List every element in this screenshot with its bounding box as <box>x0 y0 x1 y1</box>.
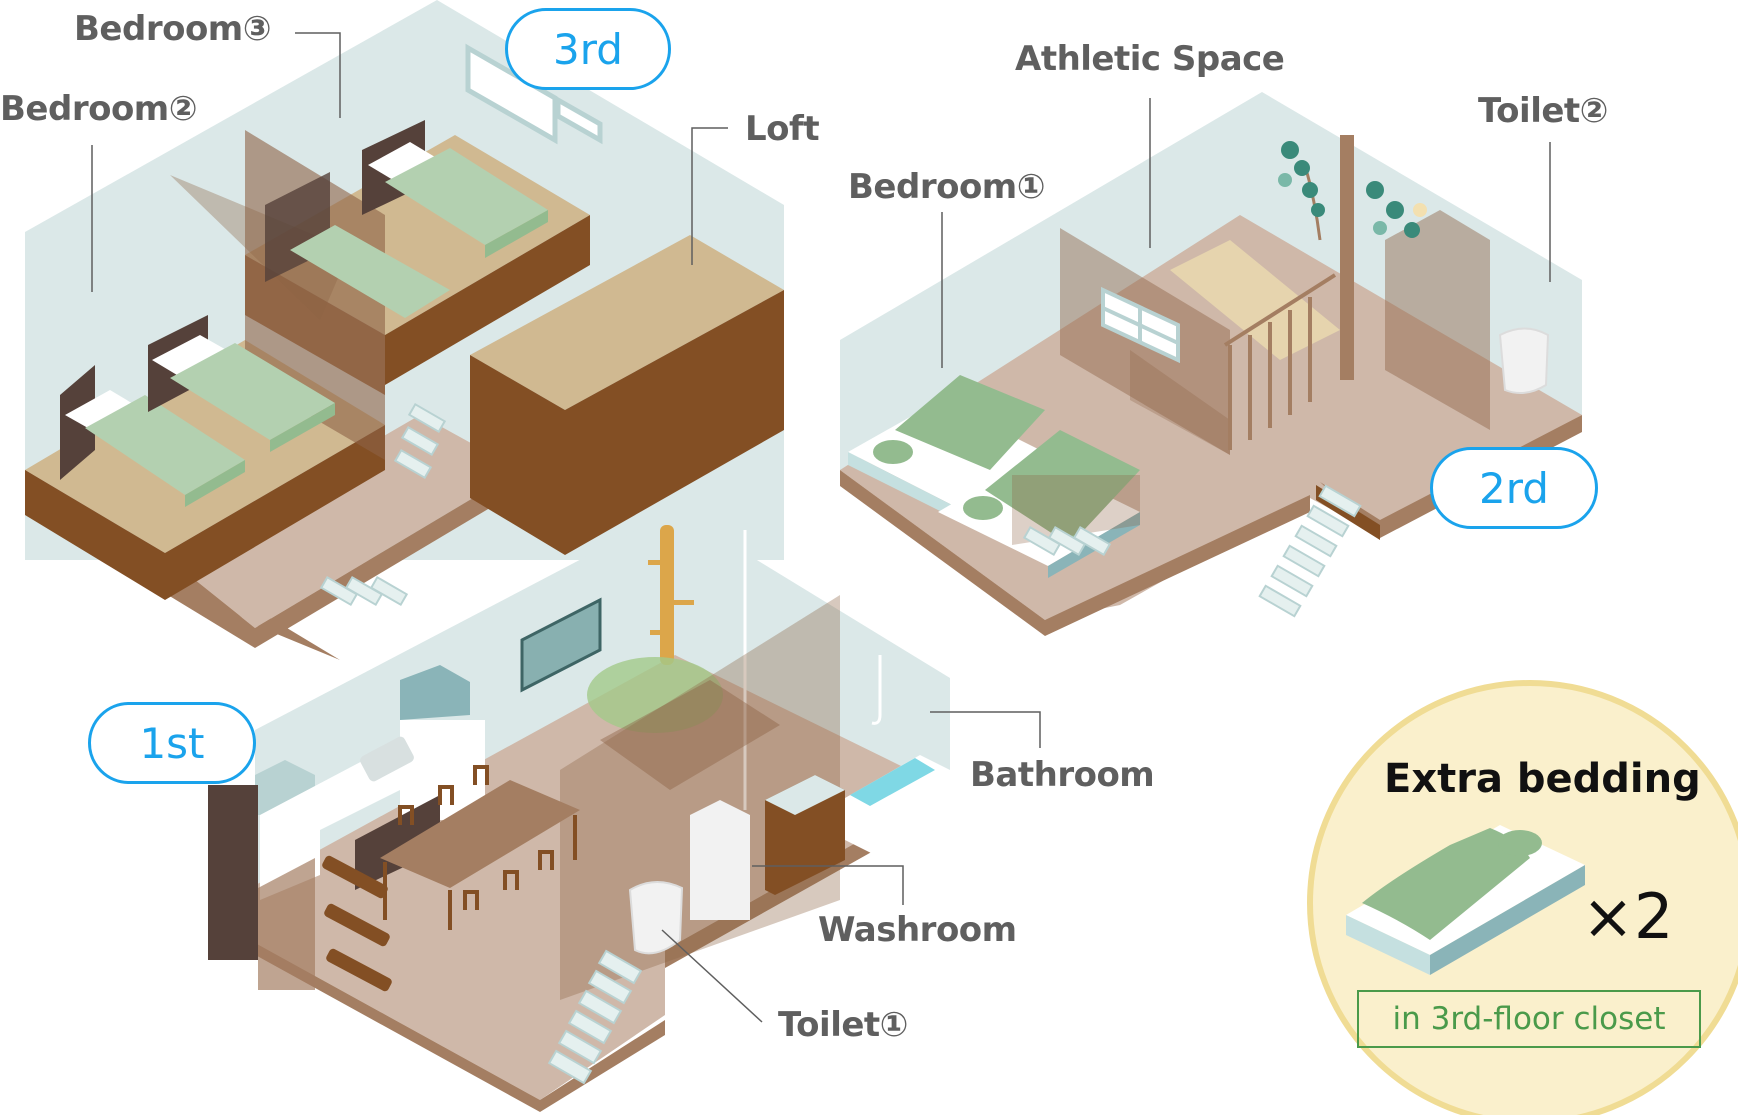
tv-icon <box>520 597 602 693</box>
room-label-loft: Loft <box>745 109 820 149</box>
loft-side <box>565 290 784 555</box>
kitchen <box>208 665 485 990</box>
third-floor-hallway <box>170 415 520 628</box>
room-label-bedroom-3: Bedroom③ <box>74 9 272 49</box>
loft-front <box>470 355 565 555</box>
toilet-icon <box>628 881 684 955</box>
second-floor-window <box>1101 286 1180 364</box>
extra-bedding-title: Extra bedding <box>1384 756 1701 802</box>
second-floor-illustration <box>840 92 1582 636</box>
extra-bedding-location: in 3rd-floor closet <box>1357 990 1701 1048</box>
bed <box>265 172 450 318</box>
bed <box>148 315 335 452</box>
room-label-toilet-2: Toilet② <box>1478 91 1608 131</box>
bathtub <box>845 755 950 855</box>
leader-loft <box>691 127 728 265</box>
dining-table <box>380 765 580 930</box>
leader-lines <box>91 32 1551 1023</box>
leader-bedroom3 <box>295 32 341 118</box>
bed <box>362 120 548 258</box>
coat-tree <box>648 525 694 665</box>
leader-toilet1 <box>661 929 763 1023</box>
railing <box>1223 273 1337 450</box>
floor-badge-1st: 1st <box>88 702 256 784</box>
rug <box>587 657 723 733</box>
bed <box>60 365 245 507</box>
third-floor-steps <box>319 402 447 607</box>
leader-washroom <box>752 865 904 905</box>
room-label-washroom: Washroom <box>818 910 1017 950</box>
toilet-icon <box>1498 327 1550 395</box>
toilet-partition <box>1385 210 1490 430</box>
first-floor-steps <box>547 949 643 1085</box>
washing-machine <box>690 800 750 920</box>
second-floor-steps <box>1022 484 1362 618</box>
room-label-toilet-1: Toilet① <box>778 1005 908 1045</box>
floor-badge-3rd: 3rd <box>505 8 671 90</box>
plant-icon <box>1278 141 1427 241</box>
extra-bedding-callout <box>1307 680 1738 1115</box>
room-label-bedroom-1: Bedroom① <box>848 167 1046 207</box>
room-label-bedroom-2: Bedroom② <box>0 89 198 129</box>
futon-icon <box>1346 825 1585 975</box>
extra-bedding-count: ×2 <box>1582 880 1674 953</box>
third-floor-beds <box>60 120 548 507</box>
room-label-bathroom: Bathroom <box>970 755 1155 795</box>
first-floor-stair-treads <box>322 855 392 992</box>
room-label-athletic-space: Athletic Space <box>1015 39 1285 79</box>
floor-badge-2nd: 2rd <box>1430 447 1598 529</box>
leader-bathroom <box>930 711 1041 748</box>
loft-top <box>470 235 784 410</box>
third-floor-window <box>465 43 603 145</box>
first-floor-floor <box>210 655 950 1100</box>
first-floor-illustration <box>208 510 950 1112</box>
climbing-pole <box>1340 135 1354 380</box>
third-floor-illustration <box>25 0 784 660</box>
